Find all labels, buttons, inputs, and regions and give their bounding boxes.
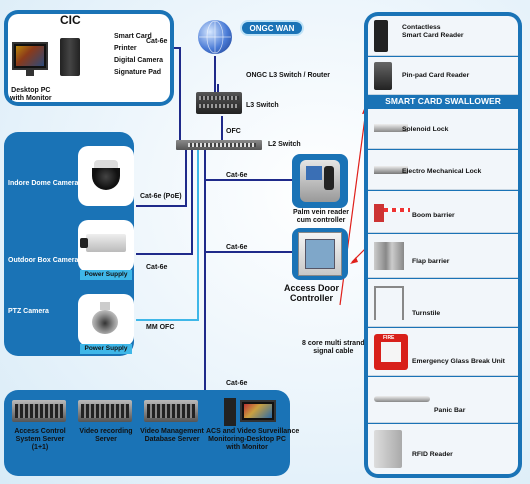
rp-item-contactless: Contactless Smart Card Reader (402, 24, 464, 39)
outdoor-camera-label: Outdoor Box Camera (8, 257, 79, 264)
power-supply-2: Power Supply (80, 344, 132, 354)
dome-camera-icon (92, 160, 120, 190)
rp-cell-pinpad (368, 57, 518, 95)
cic-desktop-label: Desktop PC with Monitor (10, 87, 52, 103)
power-supply-1: Power Supply (80, 270, 132, 280)
server-3-icon (144, 400, 198, 422)
cic-link-label: Cat-6e (146, 38, 168, 45)
server-1-label: Access Control System Server (1+1) (14, 428, 66, 452)
l3-switch-icon (196, 92, 242, 114)
server-1-icon (12, 400, 66, 422)
boom-barrier-icon (374, 204, 384, 222)
cic-item-digital-camera: Digital Camera (114, 57, 164, 64)
wan-label: ONGC WAN (249, 24, 295, 33)
door-controller-icon (298, 232, 342, 276)
door-link-label: Cat-6e (226, 244, 248, 251)
electro-lock-icon (374, 166, 408, 174)
rp-item-solenoid: Solenoid Lock (402, 126, 449, 133)
palm-link-label: Cat-6e (226, 172, 248, 179)
ptz-link-label: MM OFC (146, 324, 175, 331)
ptz-link-line (136, 150, 199, 321)
cic-title: CIC (60, 13, 81, 27)
flap-barrier-icon (374, 242, 404, 270)
server-2-icon (78, 400, 132, 422)
indoor-camera-label: Indore Dome Camera (8, 180, 79, 187)
desktop-stand-icon (26, 70, 34, 76)
palm-reader-label: Palm vein reader cum controller (293, 209, 350, 225)
signal-cable-label: 8 core multi strand signal cable (302, 340, 365, 356)
box-camera-icon (80, 234, 126, 252)
rfid-reader-icon (374, 430, 402, 468)
cic-item-printer: Printer (114, 45, 137, 52)
l2-switch-icon (176, 140, 262, 150)
ptz-camera-label: PTZ Camera (8, 308, 49, 315)
desktop-monitor-icon (12, 42, 48, 70)
pinpad-reader-icon (374, 62, 392, 90)
rp-cell-boom (368, 191, 518, 233)
server-3-label: Video Management Database Server (140, 428, 204, 444)
l3-switch-label: L3 Switch (246, 102, 279, 109)
rp-item-glass-break: Emergency Glass Break Unit (412, 358, 505, 365)
rp-cell-contactless (368, 16, 518, 56)
cic-item-smart-card: Smart Card (114, 33, 152, 40)
contactless-reader-icon (374, 20, 388, 52)
desktop-tower-icon (60, 38, 80, 76)
wan-badge: ONGC WAN (240, 20, 304, 36)
glass-break-text: FIRE (383, 335, 395, 341)
ofc-label: OFC (226, 128, 241, 135)
dome-link-line (136, 150, 187, 207)
monitoring-monitor-icon (240, 400, 276, 422)
box-link-label: Cat-6e (146, 264, 168, 271)
monitoring-tower-icon (224, 398, 236, 426)
boom-arm-icon (384, 208, 410, 212)
l2-switch-label: L2 Switch (268, 141, 301, 148)
server-2-label: Video recording Server (79, 428, 133, 444)
rp-item-pinpad: Pin-pad Card Reader (402, 72, 470, 79)
box-link-line (136, 150, 193, 255)
dome-link-label: Cat-6e (PoE) (140, 193, 182, 200)
rp-item-rfid: RFID Reader (412, 451, 453, 458)
turnstile-icon (374, 286, 404, 320)
smart-card-swallower-label: SMART CARD SWALLOWER (385, 96, 501, 106)
monitoring-pc-label: ACS and Video Surveillance Monitoring-De… (206, 428, 300, 452)
ptz-camera-icon (92, 302, 118, 334)
wan-globe-icon (198, 20, 232, 54)
palm-reader-icon (300, 160, 340, 202)
door-controller-label: Access Door Controller (284, 283, 340, 304)
rp-item-turnstile: Turnstile (412, 310, 441, 317)
rp-item-flap: Flap barrier (412, 258, 450, 265)
smart-card-swallower-banner: SMART CARD SWALLOWER (368, 96, 518, 108)
panic-bar-icon (374, 396, 430, 402)
glass-break-icon: FIRE (374, 334, 408, 370)
rp-item-boom: Boom barrier (412, 212, 455, 219)
router-label: ONGC L3 Switch / Router (246, 72, 331, 79)
cic-item-signature-pad: Signature Pad (114, 69, 162, 76)
rp-item-panic-bar: Panic Bar (434, 407, 466, 414)
solenoid-lock-icon (374, 124, 408, 132)
server-link-label: Cat-6e (226, 380, 248, 387)
rp-item-electro-lock: Electro Mechanical Lock (402, 168, 482, 175)
